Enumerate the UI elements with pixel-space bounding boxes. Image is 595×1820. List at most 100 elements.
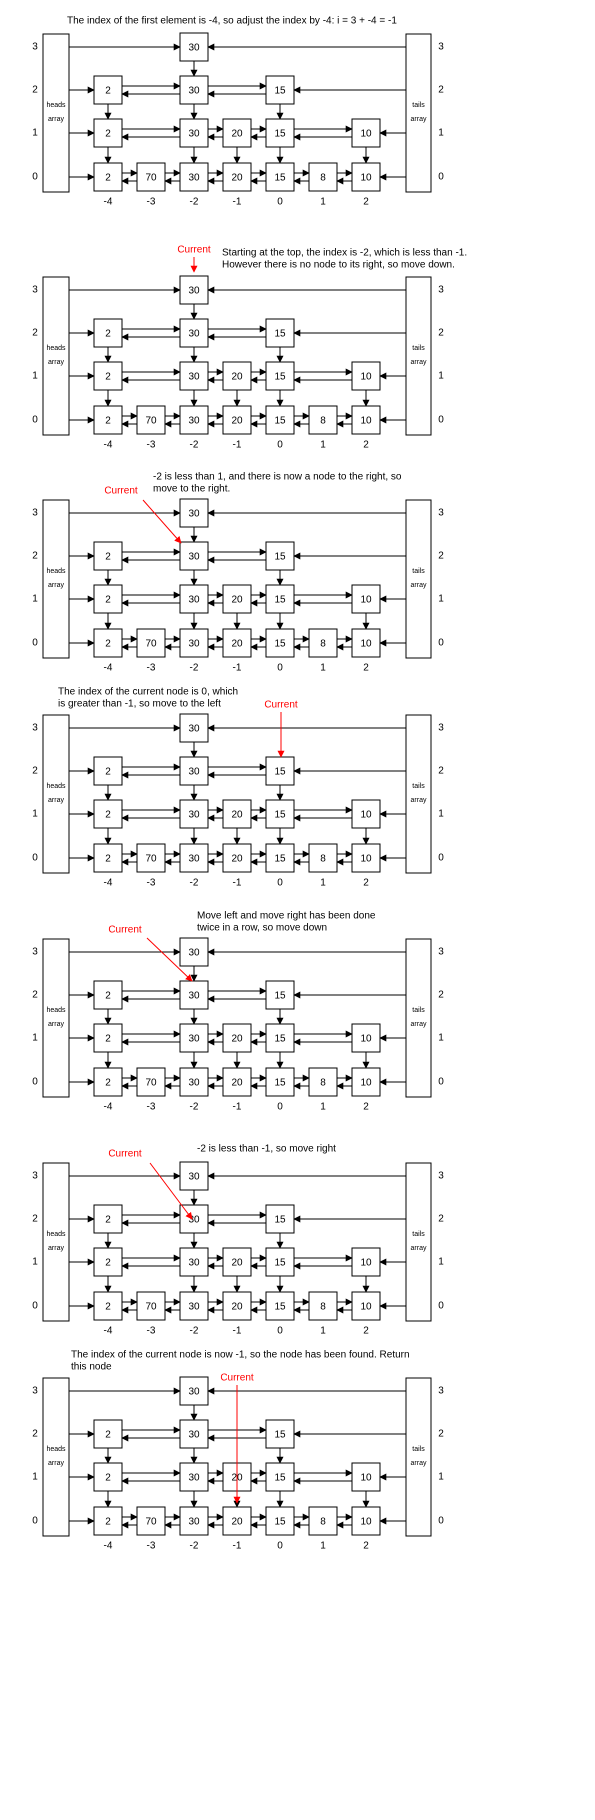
index-label: 1 [320, 1541, 326, 1552]
skip-list-node [136, 1506, 166, 1536]
node-value: 30 [188, 329, 200, 340]
index-label: 0 [277, 1102, 283, 1113]
node-value: 30 [188, 286, 200, 297]
level-label: 3 [32, 508, 38, 519]
skip-list-node [179, 1462, 209, 1492]
index-label: -3 [147, 440, 156, 451]
caption-line: twice in a row, so move down [197, 923, 327, 934]
tails-label: array [411, 797, 427, 804]
skip-list-node [93, 405, 123, 435]
node-value: 30 [188, 1215, 200, 1226]
node-value: 8 [320, 416, 326, 427]
node-value: 30 [188, 129, 200, 140]
skip-list-node [222, 162, 252, 192]
node-value: 2 [105, 1517, 111, 1528]
node-value: 10 [360, 173, 372, 184]
index-label: -2 [190, 440, 199, 451]
skip-list-node [265, 1291, 295, 1321]
current-pointer-arrow [146, 937, 193, 982]
skip-list-node [265, 1506, 295, 1536]
node-value: 2 [105, 1473, 111, 1484]
node-value: 15 [274, 854, 286, 865]
skip-list-node [222, 799, 252, 829]
skip-list-node [351, 162, 381, 192]
level-label: 1 [438, 1472, 444, 1483]
index-label: -3 [147, 197, 156, 208]
node-value: 15 [274, 1517, 286, 1528]
node-value: 30 [188, 1387, 200, 1398]
level-label: 2 [32, 328, 38, 339]
level-label: 0 [32, 1301, 38, 1312]
skip-list-node [222, 628, 252, 658]
level-label: 2 [32, 85, 38, 96]
skip-list-node [265, 318, 295, 348]
index-label: 1 [320, 878, 326, 889]
node-value: 2 [105, 991, 111, 1002]
level-label: 1 [438, 371, 444, 382]
node-value: 30 [188, 1430, 200, 1441]
node-value: 8 [320, 854, 326, 865]
node-value: 30 [188, 1034, 200, 1045]
skip-list-node [222, 584, 252, 614]
level-label: 0 [32, 1077, 38, 1088]
skip-list-node [179, 1067, 209, 1097]
level-label: 0 [438, 1077, 444, 1088]
level-label: 3 [438, 42, 444, 53]
level-label: 1 [32, 1257, 38, 1268]
node-value: 20 [231, 639, 243, 650]
heads-array [42, 276, 70, 436]
level-label: 0 [438, 172, 444, 183]
skip-list-node [265, 628, 295, 658]
node-value: 15 [274, 1473, 286, 1484]
heads-label: array [48, 797, 64, 804]
index-label: 2 [363, 878, 369, 889]
level-label: 3 [32, 1386, 38, 1397]
skip-list-node [265, 980, 295, 1010]
index-label: 1 [320, 440, 326, 451]
node-value: 20 [231, 372, 243, 383]
skip-list-node [179, 1247, 209, 1277]
skip-list-node [93, 584, 123, 614]
node-value: 15 [274, 552, 286, 563]
node-value: 70 [145, 1302, 157, 1313]
node-value: 10 [360, 372, 372, 383]
skip-list-node [351, 584, 381, 614]
node-value: 2 [105, 854, 111, 865]
node-value: 10 [360, 1473, 372, 1484]
level-label: 2 [438, 1429, 444, 1440]
tails-label: tails [412, 102, 425, 109]
skip-list-node [308, 843, 338, 873]
heads-label: array [48, 1245, 64, 1252]
skip-list-node [351, 1247, 381, 1277]
node-value: 70 [145, 1078, 157, 1089]
skip-list-node [179, 318, 209, 348]
skip-list-node [222, 1506, 252, 1536]
caption-line: Move left and move right has been done [197, 911, 376, 922]
skip-list-node [179, 405, 209, 435]
skip-list-node [136, 1067, 166, 1097]
index-label: -1 [233, 1541, 242, 1552]
level-label: 2 [32, 1429, 38, 1440]
skip-list-node [222, 118, 252, 148]
tails-label: tails [412, 345, 425, 352]
node-value: 30 [188, 1302, 200, 1313]
skip-list-node [265, 799, 295, 829]
skip-list-node [179, 1419, 209, 1449]
index-label: 1 [320, 1102, 326, 1113]
node-value: 30 [188, 767, 200, 778]
skip-list-node [222, 1247, 252, 1277]
node-value: 20 [231, 1258, 243, 1269]
skip-list-node [179, 980, 209, 1010]
tails-array [405, 33, 432, 193]
caption-line: this node [71, 1362, 112, 1373]
skip-list-node [222, 405, 252, 435]
index-label: -2 [190, 878, 199, 889]
caption-line: The index of the first element is -4, so… [67, 16, 397, 27]
skip-list-node [179, 756, 209, 786]
level-label: 3 [438, 1386, 444, 1397]
skip-list-node [222, 1023, 252, 1053]
node-value: 20 [231, 595, 243, 606]
level-label: 1 [32, 128, 38, 139]
skip-list-node [265, 75, 295, 105]
skip-list-node [136, 405, 166, 435]
